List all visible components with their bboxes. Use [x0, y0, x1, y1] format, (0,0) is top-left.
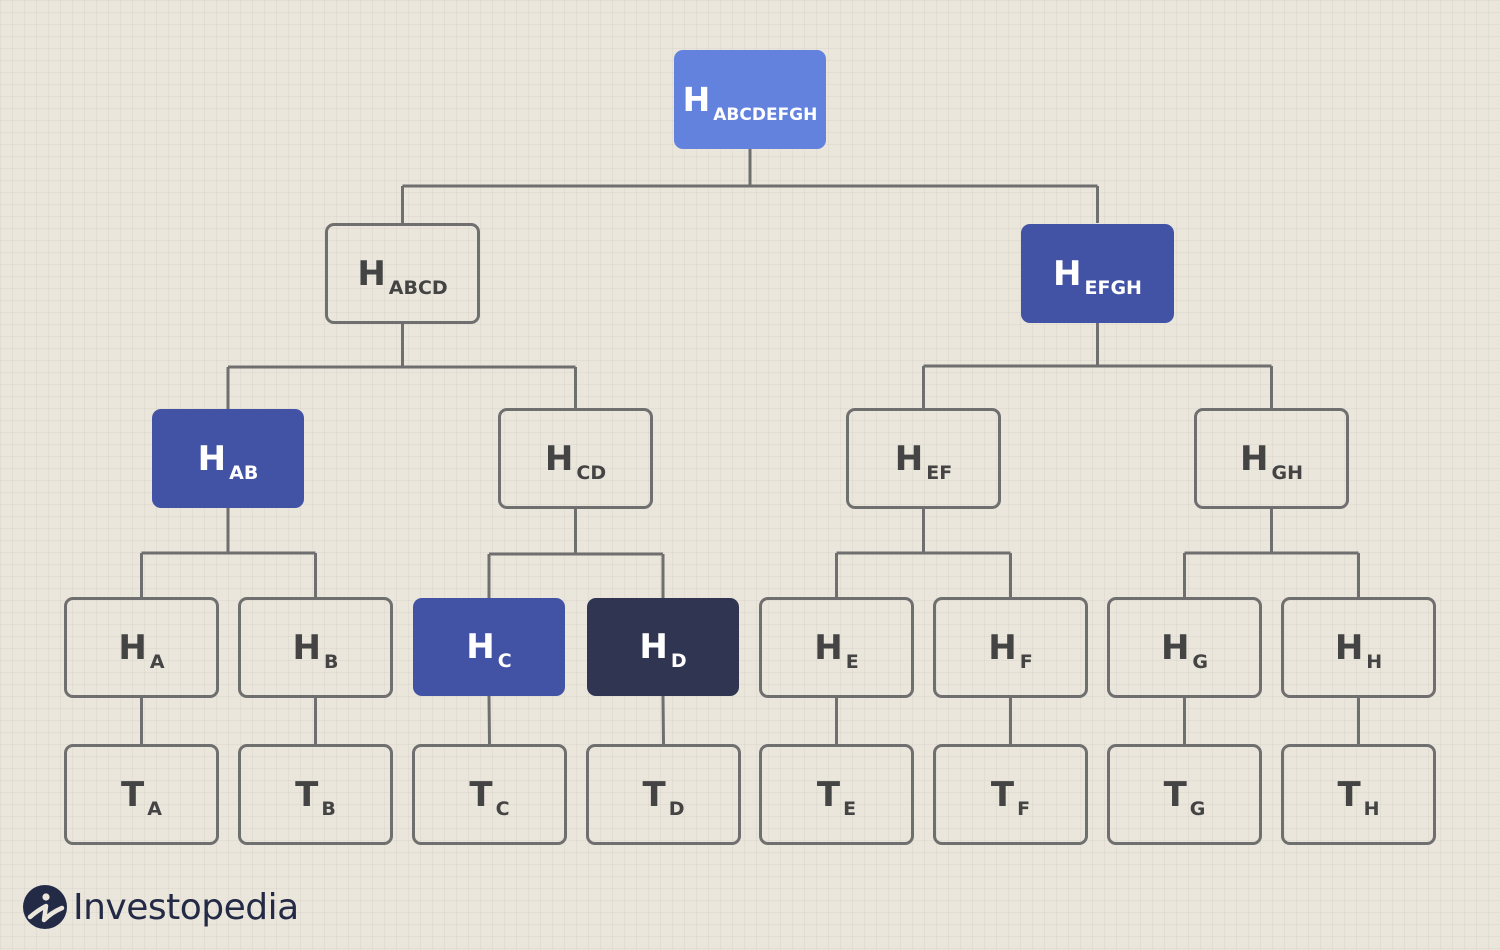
node-subscript: B — [321, 797, 336, 820]
node-main-letter: T — [295, 774, 319, 815]
node-main-letter: T — [1337, 774, 1361, 815]
node-subscript: E — [843, 797, 857, 820]
node-subscript: C — [497, 650, 512, 672]
node-main-letter: H — [197, 438, 227, 479]
node-main-letter: H — [639, 627, 668, 667]
node-subscript: H — [1363, 797, 1380, 820]
node-main-letter: T — [121, 774, 145, 815]
node-subscript: A — [147, 797, 162, 820]
node-main-letter: H — [1240, 438, 1269, 479]
node-main-letter: H — [466, 627, 495, 667]
node-main-letter: T — [990, 774, 1015, 815]
node-subscript: D — [670, 650, 687, 672]
node-main-letter: H — [292, 627, 321, 668]
node-main-letter: H — [1334, 627, 1364, 668]
node-main-letter: H — [118, 627, 147, 668]
node-subscript: C — [495, 797, 510, 820]
node-subscript: B — [323, 650, 339, 673]
node-main-letter: T — [469, 774, 493, 815]
node-subscript: F — [1019, 650, 1033, 673]
node-main-letter: T — [816, 774, 841, 815]
node-subscript: A — [149, 650, 165, 673]
node-subscript: ABCDEFGH — [713, 105, 818, 125]
node-main-letter: H — [357, 253, 386, 294]
node-subscript: EFGH — [1084, 276, 1142, 299]
node-subscript: ABCD — [388, 276, 448, 299]
node-main-letter: H — [814, 627, 843, 668]
node-main-letter: H — [682, 80, 711, 119]
connector-h_c — [487, 695, 491, 745]
node-main-letter: H — [988, 627, 1017, 668]
logo-wordmark: Investopedia — [73, 886, 299, 928]
node-subscript: F — [1017, 797, 1031, 820]
node-main-letter: T — [1163, 774, 1187, 815]
node-subscript: CD — [576, 461, 607, 484]
node-main-letter: T — [642, 774, 666, 815]
connector-h_d — [661, 695, 665, 745]
node-subscript: G — [1189, 797, 1206, 820]
node-subscript: G — [1192, 650, 1209, 673]
investopedia-logo-icon — [23, 885, 67, 929]
node-main-letter: H — [894, 438, 924, 479]
node-subscript: E — [845, 650, 859, 673]
investopedia-logo: Investopedia — [22, 884, 299, 930]
node-main-letter: H — [544, 438, 574, 479]
node-subscript: GH — [1271, 461, 1303, 484]
node-subscript: H — [1366, 650, 1383, 673]
node-subscript: D — [668, 797, 685, 820]
node-subscript: EF — [926, 461, 953, 484]
node-main-letter: H — [1160, 627, 1190, 668]
node-main-letter: H — [1053, 253, 1082, 294]
node-subscript: AB — [229, 461, 259, 484]
